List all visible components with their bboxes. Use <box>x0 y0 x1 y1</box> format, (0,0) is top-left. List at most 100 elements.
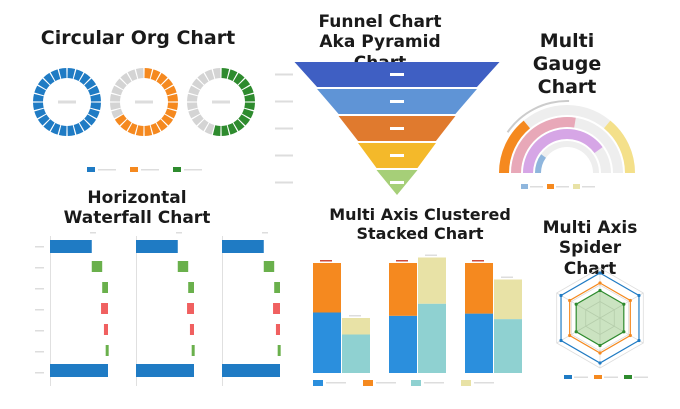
legend-swatch <box>363 380 373 386</box>
donut-segment <box>114 78 127 90</box>
gauge-track <box>535 141 599 173</box>
waterfall-svg <box>35 232 281 386</box>
donut-segment <box>238 114 251 126</box>
legend-swatch <box>87 167 95 172</box>
donut-segment <box>50 123 61 135</box>
waterfall-axis-tick <box>35 309 44 311</box>
donut-segment <box>167 102 178 111</box>
circular-org-title: Circular Org Chart <box>40 27 236 49</box>
legend-label-line <box>530 186 543 188</box>
donut-segment <box>34 85 46 96</box>
multi-axis-clustered-title: Multi Axis Clustered Stacked Chart <box>329 205 511 244</box>
funnel-axis-tick <box>275 127 293 130</box>
spider-point <box>574 302 578 306</box>
gauge-track <box>499 105 635 173</box>
legend-label-line <box>376 382 396 384</box>
donut-segment <box>197 119 209 132</box>
bar-total-mark <box>349 315 361 317</box>
donut-center-mark <box>135 100 153 104</box>
clustered-stacked-svg <box>313 254 522 386</box>
donut-segment <box>90 102 101 111</box>
legend-swatch <box>564 375 572 379</box>
stacked-bar-segment <box>465 263 493 314</box>
waterfall-bar <box>91 261 103 272</box>
donut-segment <box>204 123 215 135</box>
legend-label-line <box>98 169 116 171</box>
donut-segment <box>84 114 97 126</box>
donut-segment <box>50 69 61 81</box>
gauge-band <box>499 120 531 173</box>
gauge-band <box>603 120 635 173</box>
spider-point <box>559 293 563 298</box>
waterfall-bar <box>275 324 280 335</box>
legend-swatch <box>521 184 528 189</box>
spider-axis <box>599 292 644 319</box>
waterfall-axis-line <box>222 236 223 386</box>
spider-point <box>598 271 602 275</box>
legend-label-line <box>556 186 569 188</box>
waterfall-bar <box>102 282 108 293</box>
spider-point <box>598 288 602 293</box>
funnel-stage-label <box>390 154 404 157</box>
stacked-bar-segment <box>389 263 417 316</box>
spider-point <box>622 330 626 334</box>
spider-point <box>559 338 563 343</box>
gauge-band <box>523 129 603 173</box>
spider-point <box>622 302 626 306</box>
donut-segment <box>187 102 198 111</box>
legend-swatch <box>547 184 554 189</box>
spider-axis <box>599 317 644 344</box>
waterfall-axis-tick <box>35 351 44 353</box>
donut-segment <box>191 78 204 90</box>
funnel-axis-tick <box>275 181 293 184</box>
donut-segment <box>73 123 84 135</box>
spider-axis <box>556 317 601 344</box>
spider-svg <box>556 267 648 379</box>
waterfall-bar <box>277 345 281 356</box>
waterfall-bar <box>188 282 194 293</box>
donut-segment <box>242 108 254 119</box>
spider-point <box>628 333 632 338</box>
donut-segment <box>135 125 144 136</box>
waterfall-bar <box>101 303 108 314</box>
waterfall-bar <box>191 345 195 356</box>
funnel-axis-tick <box>275 154 293 157</box>
donut-segment <box>187 93 198 102</box>
clustered-stacked-chart <box>305 245 530 390</box>
spider-point <box>628 298 632 303</box>
donut-segment <box>156 119 168 132</box>
stacked-bar-segment <box>418 303 446 373</box>
waterfall-axis-tick <box>35 288 44 290</box>
funnel-chart <box>270 58 505 198</box>
bar-total-mark <box>320 260 332 262</box>
donut-segment <box>84 78 97 90</box>
stacked-bar-segment <box>494 279 522 320</box>
legend-swatch <box>624 375 632 379</box>
donut-segment <box>79 119 91 132</box>
waterfall-axis-line <box>50 236 51 386</box>
waterfall-bar <box>222 240 264 253</box>
gauge-band <box>535 154 546 173</box>
donut-segment <box>67 68 76 79</box>
circular-org-svg <box>33 68 255 172</box>
legend-swatch <box>594 375 602 379</box>
waterfall-bar <box>177 261 189 272</box>
legend-swatch <box>313 380 323 386</box>
waterfall-axis-line <box>136 236 137 386</box>
donut-segment <box>88 85 100 96</box>
donut-center-mark <box>212 100 230 104</box>
stacked-bar-segment <box>342 318 370 335</box>
donut-segment <box>127 123 138 135</box>
spider-point <box>598 343 602 348</box>
donut-segment <box>127 69 138 81</box>
horizontal-waterfall-chart <box>30 230 295 390</box>
donut-segment <box>204 69 215 81</box>
donut-segment <box>120 72 132 85</box>
donut-segment <box>244 102 255 111</box>
stacked-bar-segment <box>342 334 370 373</box>
donut-segment <box>227 123 238 135</box>
waterfall-top-label <box>90 232 96 234</box>
donut-segment <box>144 68 153 79</box>
waterfall-bar <box>263 261 275 272</box>
donut-segment <box>156 72 168 85</box>
